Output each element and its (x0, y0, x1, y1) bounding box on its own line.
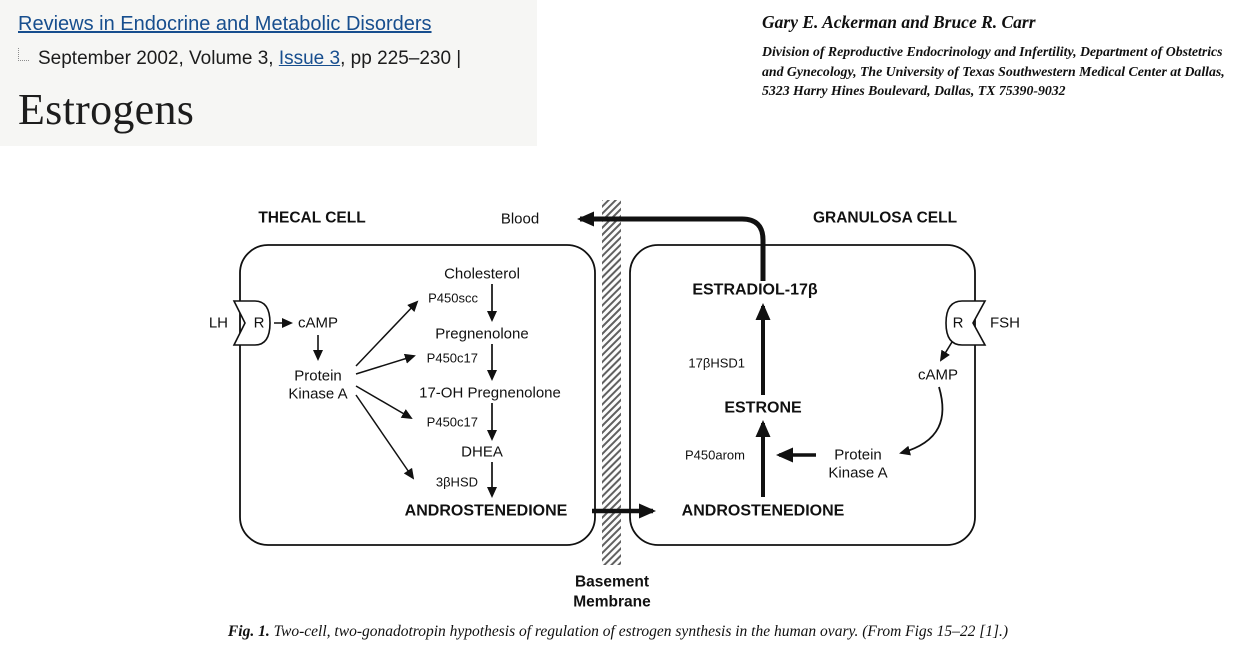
pregnenolone-label: Pregnenolone (435, 326, 528, 343)
tree-branch-icon (18, 48, 29, 61)
androstenedione-granulosa-label: ANDROSTENEDIONE (682, 503, 845, 520)
blood-label: Blood (501, 211, 539, 228)
camp-label-granulosa: cAMP (918, 367, 958, 384)
receptor-to-camp-arrow-right (939, 341, 953, 362)
estrone-label: ESTRONE (724, 400, 802, 417)
two-cell-diagram: THECAL CELL Blood GRANULOSA CELL LH R cA… (209, 200, 1020, 611)
dhea-label: DHEA (461, 444, 503, 461)
androstenedione-thecal-label: ANDROSTENEDIONE (405, 503, 568, 520)
hsd17b1-label: 17βHSD1 (688, 356, 745, 371)
issue-pages: , pp 225–230 | (340, 48, 462, 69)
thecal-cell-label: THECAL CELL (258, 210, 365, 227)
p450scc-label: P450scc (428, 291, 478, 306)
lh-receptor-label: R (254, 315, 265, 332)
pka-granulosa-line2: Kinase A (828, 465, 887, 482)
estradiol-to-blood-arrow (577, 211, 766, 281)
pka-thecal-line1: Protein (294, 368, 342, 385)
issue-link[interactable]: Issue 3 (278, 48, 341, 69)
camp-label-thecal: cAMP (298, 315, 338, 332)
fsh-label: FSH (990, 315, 1020, 332)
pka-granulosa-line1: Protein (834, 447, 882, 464)
thecal-cell-outline (239, 244, 596, 546)
figure-caption-label: Fig. 1. (227, 623, 270, 640)
pka-fan-arrows (355, 300, 419, 480)
basement-membrane-label-line1: Basement (575, 574, 649, 591)
journal-header-panel: Reviews in Endocrine and Metabolic Disor… (0, 0, 537, 146)
cholesterol-label: Cholesterol (444, 266, 520, 283)
p450c17-label-2: P450c17 (427, 415, 478, 430)
granulosa-cell-label: GRANULOSA CELL (813, 210, 957, 227)
author-block: Gary E. Ackerman and Bruce R. Carr Divis… (762, 12, 1236, 101)
author-names: Gary E. Ackerman and Bruce R. Carr (762, 12, 1036, 32)
basement-membrane-label-line2: Membrane (573, 594, 651, 611)
figure-caption-text: Two-cell, two-gonadotropin hypothesis of… (273, 623, 1009, 640)
author-affiliation: Division of Reproductive Endocrinology a… (762, 44, 1225, 99)
lh-label: LH (209, 315, 228, 332)
lh-receptor-shape (232, 300, 271, 346)
figure-caption: Fig. 1. Two-cell, two-gonadotropin hypot… (0, 623, 1236, 641)
oh-pregnenolone-label: 17-OH Pregnenolone (419, 385, 561, 402)
granulosa-cell-outline (629, 244, 976, 546)
journal-title-link[interactable]: Reviews in Endocrine and Metabolic Disor… (18, 13, 432, 35)
fsh-receptor-shape (945, 300, 987, 346)
p450arom-label: P450arom (685, 448, 745, 463)
fsh-receptor-label: R (953, 315, 964, 332)
hsd3b-label: 3βHSD (436, 475, 478, 490)
issue-date-volume: September 2002, Volume 3, (38, 48, 274, 69)
basement-membrane-bar (602, 200, 621, 565)
issue-breadcrumb: September 2002, Volume 3, Issue 3, pp 22… (18, 47, 537, 71)
pka-thecal-line2: Kinase A (288, 386, 347, 403)
camp-to-pka-arrow-right (899, 386, 944, 456)
figure-1: THECAL CELL Blood GRANULOSA CELL LH R cA… (0, 190, 1236, 615)
estradiol-label: ESTRADIOL-17β (692, 282, 818, 299)
article-title: Estrogens (18, 84, 195, 134)
p450c17-label-1: P450c17 (427, 351, 478, 366)
